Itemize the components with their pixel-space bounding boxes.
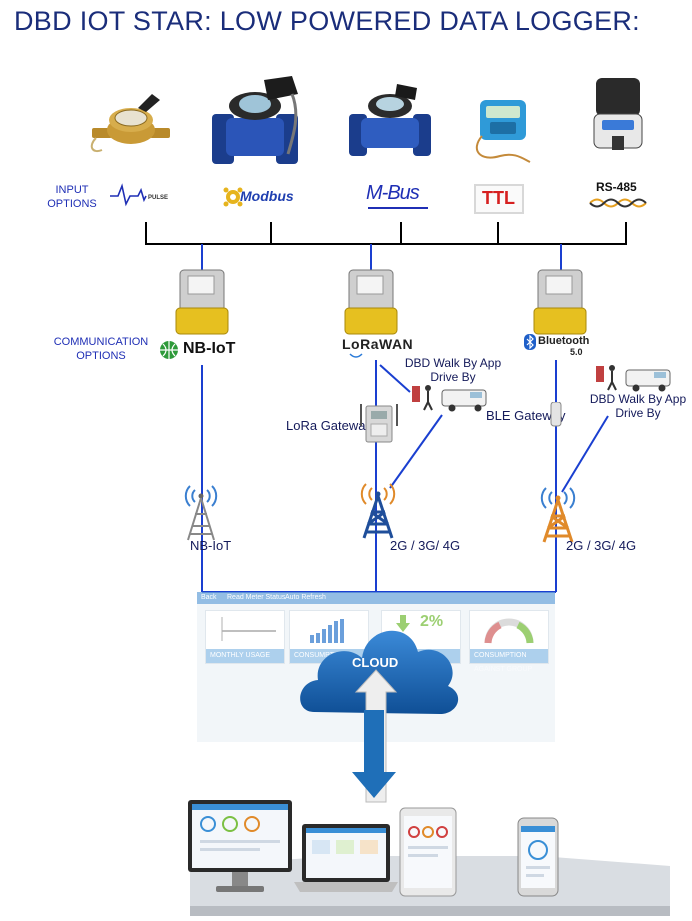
consumption-bar-chart [310,619,344,643]
bluetooth-icon [524,334,536,350]
ble-tower-label: 2G / 3G/ 4G [566,538,637,553]
modbus-option: Modbus [222,186,300,208]
nbiot-tower-icon [184,485,218,541]
tablet-image [399,807,457,897]
communication-options-line-1: COMMUNICATION [53,336,149,348]
walk-by-van-2-image [596,365,671,392]
brass-water-meter-image [90,94,170,152]
card-footer-usage: MONTHLY USAGE [206,649,284,663]
logger-device-ble-image [533,269,587,335]
mbus-underline [368,207,428,209]
rs485-logger-image [593,78,643,150]
input-options-line-1: INPUT [55,184,89,196]
nbiot-tower-label: NB-IoT [190,538,232,553]
walk-by-1-line-2: Drive By [430,370,476,384]
communication-options-label: COMMUNICATION OPTIONS [46,335,156,363]
logger-device-lora-image [344,269,398,335]
pulse-wave-icon [110,183,147,207]
modbus-label: Modbus [240,188,294,204]
nbiot-label: NB-IoT [183,340,236,357]
communication-options-line-2: OPTIONS [76,350,126,362]
ttl-option: TTL [474,184,524,214]
walk-by-2-line-2: Drive By [615,406,661,420]
cloud-graphic [300,630,459,803]
page-title: DBD IOT STAR: LOW POWERED DATA LOGGER: [14,6,640,36]
ble-gateway-image [550,402,562,427]
ble-tower-icon [540,487,576,543]
pulse-option: PULSE [110,183,168,207]
smartphone-image [517,817,559,897]
laptop-image [294,824,398,892]
gauge-chart [484,618,534,644]
dashboard-card-usage: MONTHLY USAGE [205,610,285,664]
large-blue-meter-image [212,76,298,164]
walk-by-van-1-image [412,385,487,412]
ble-walkby-to-tower-link [561,415,609,493]
dashboard-tab-auto-refresh: Auto Refresh [285,594,326,601]
lora-tower-icon [360,483,396,539]
pulse-label: PULSE [148,195,168,201]
lorawan-label: LoRaWAN [342,336,414,352]
flanged-blue-meter-image [349,84,431,156]
dashboard-topbar: Back Read Meter Status Auto Refresh [197,592,555,604]
lora-wave-icon [349,353,363,358]
lora-gateway-label: LoRa Gateway [286,418,372,433]
usage-line-chart [221,617,276,641]
nbiot-option: NB-IoT [158,338,248,362]
lora-gateway-image [360,404,398,443]
cloud-icon [300,630,459,714]
rs485-label: RS-485 [596,180,637,194]
globe-icon [160,341,178,359]
dashboard-card-gauge: CONSUMPTION AGAINST GROUP [469,610,549,673]
lorawan-option: LoRaWAN [340,336,420,362]
walk-by-2-line-1: DBD Walk By App [589,392,687,406]
input-options-label: INPUT OPTIONS [44,183,100,211]
ble-gateway-label: BLE Gateway [486,408,566,423]
walk-by-label-2: DBD Walk By App Drive By [584,392,692,420]
rs485-option: RS-485 [588,180,648,214]
heat-meter-image [475,100,531,163]
desktop-monitor-image [188,800,292,892]
down-arrow-cloud-icon [352,710,396,798]
modbus-gear-icon [223,187,243,207]
bluetooth-label: Bluetooth [538,335,590,347]
dashboard-tab-back: Back [201,594,217,601]
input-options-line-2: OPTIONS [47,198,97,210]
dashboard-percent: 2% [420,613,444,630]
down-arrow-icon [396,615,410,632]
walk-by-1-line-1: DBD Walk By App [404,356,502,370]
lora-to-walkby-link [379,364,411,393]
walk-by-label-1: DBD Walk By App Drive By [398,356,508,384]
lora-tower-label: 2G / 3G/ 4G [390,538,461,553]
bluetooth-option: Bluetooth 5.0 [524,334,604,360]
twisted-pair-icon [589,198,647,208]
ttl-label: TTL [482,188,515,208]
logger-device-nbiot-image [175,269,229,335]
dashboard-tab-read-meter: Read Meter Status [227,594,286,601]
mbus-option: M-Bus [366,182,436,209]
walkby-to-tower-link [389,414,443,489]
mbus-label: M-Bus [366,182,420,204]
card-footer-gauge: CONSUMPTION AGAINST GROUP [470,649,548,673]
cloud-label: CLOUD [352,655,399,670]
bluetooth-version: 5.0 [570,347,583,357]
